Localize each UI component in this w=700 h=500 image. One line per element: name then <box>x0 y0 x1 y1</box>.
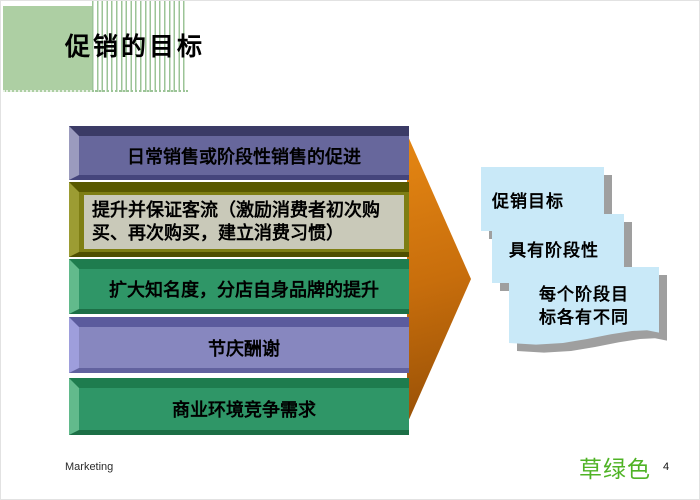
decoration-green-block <box>3 6 92 92</box>
bar-label: 提升并保证客流（激励消费者初次购买、再次购买，建立消费习惯） <box>92 199 380 243</box>
bar-daily-sales: 日常销售或阶段性销售的促进 <box>69 126 409 180</box>
bar-label: 扩大知名度，分店自身品牌的提升 <box>109 280 379 300</box>
bar-festival-reward: 节庆酬谢 <box>69 317 409 373</box>
page-title: 促销的目标 <box>65 34 206 61</box>
bar-label: 节庆酬谢 <box>208 338 280 359</box>
bar-brand-awareness: 扩大知名度，分店自身品牌的提升 <box>69 259 409 314</box>
bar-competition-need: 商业环境竞争需求 <box>69 378 409 435</box>
bar-label: 商业环境竞争需求 <box>172 400 316 420</box>
footer-page-number: 4 <box>663 461 670 473</box>
bar-label: 日常销售或阶段性销售的促进 <box>127 146 361 167</box>
bar-customer-flow: 提升并保证客流（激励消费者初次购买、再次购买，建立消费习惯） <box>69 182 409 257</box>
note-stage-difference: 每个阶段目 标各有不同 <box>509 267 667 353</box>
note-label: 具有阶段性 <box>509 241 599 260</box>
footer-theme-name: 草绿色 <box>579 457 651 482</box>
note-label: 每个阶段目 标各有不同 <box>539 285 629 327</box>
note-label: 促销目标 <box>492 191 564 211</box>
decoration-stripe-pattern <box>92 1 188 92</box>
bar-inner-panel: 提升并保证客流（激励消费者初次购买、再次购买，建立消费习惯） <box>84 195 404 249</box>
arrow-right-shape <box>407 134 471 424</box>
footer-marketing-label: Marketing <box>65 461 114 473</box>
